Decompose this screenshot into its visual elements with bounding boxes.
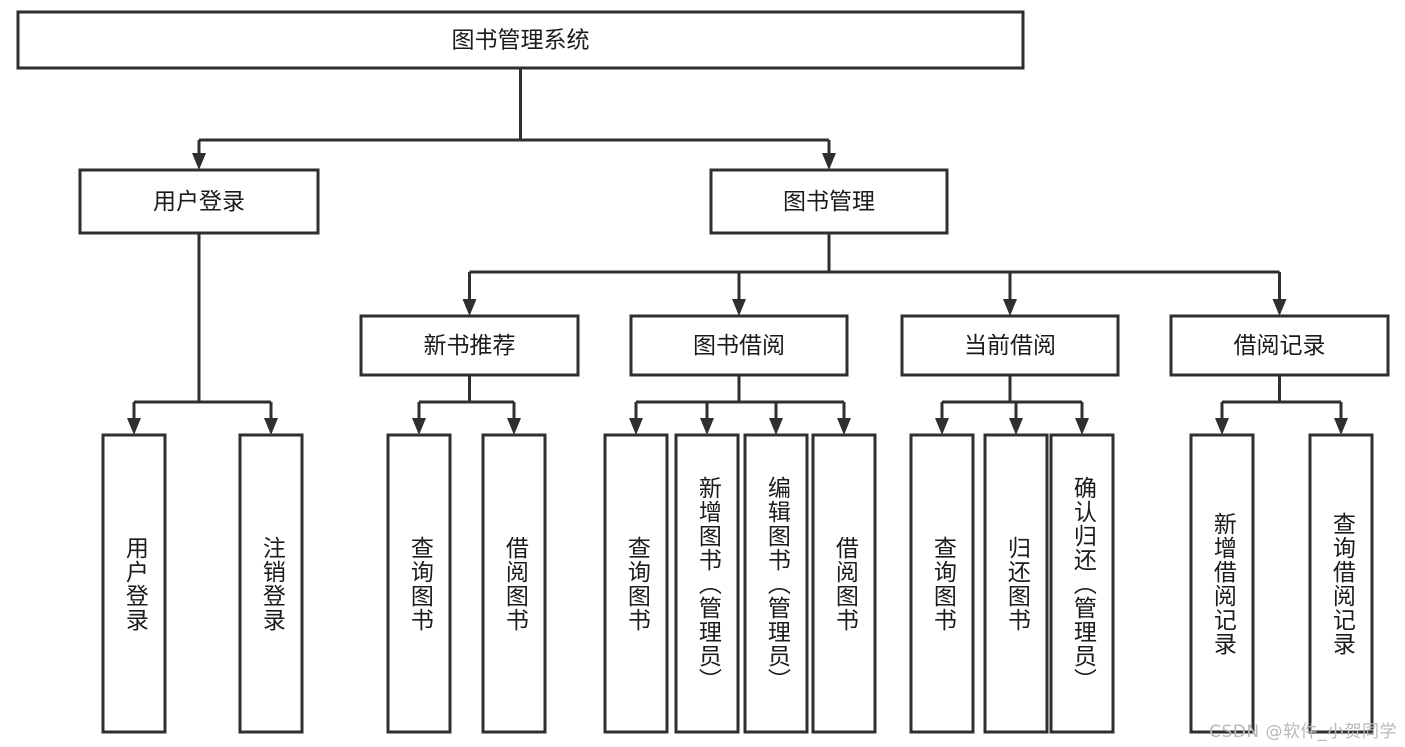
arrow-head-icon xyxy=(1003,299,1017,316)
node-leaf-8[interactable] xyxy=(909,433,975,734)
watermark-text: CSDN @软件_小贺同学 xyxy=(1209,722,1397,742)
arrow-head-icon xyxy=(127,418,141,435)
node-l3-3-label: 借阅记录 xyxy=(1234,333,1326,359)
node-l3-2-label: 当前借阅 xyxy=(964,333,1056,359)
arrow-head-icon xyxy=(822,153,836,170)
arrow-head-icon xyxy=(192,153,206,170)
arrow-head-icon xyxy=(837,418,851,435)
node-leaf-12[interactable] xyxy=(1308,433,1374,734)
node-l3-1[interactable] xyxy=(629,314,849,377)
node-leaf-7[interactable] xyxy=(811,433,877,734)
node-l2-0[interactable] xyxy=(78,168,320,235)
arrow-head-icon xyxy=(629,418,643,435)
node-leaf-5[interactable] xyxy=(674,433,740,734)
arrow-head-icon xyxy=(1215,418,1229,435)
arrow-head-icon xyxy=(1334,418,1348,435)
arrow-head-icon xyxy=(769,418,783,435)
arrow-head-icon xyxy=(700,418,714,435)
node-l3-2[interactable] xyxy=(900,314,1120,377)
arrow-head-icon xyxy=(1075,418,1089,435)
node-leaf-9[interactable] xyxy=(983,433,1049,734)
arrow-head-icon xyxy=(935,418,949,435)
node-l3-0[interactable] xyxy=(359,314,580,377)
node-leaf-11[interactable] xyxy=(1189,433,1255,734)
node-leaf-0[interactable] xyxy=(101,433,167,734)
node-l2-1[interactable] xyxy=(709,168,949,235)
node-l2-0-label: 用户登录 xyxy=(153,189,245,215)
node-root-system-label: 图书管理系统 xyxy=(452,28,590,54)
arrow-head-icon xyxy=(1272,299,1287,316)
arrow-head-icon xyxy=(507,418,521,435)
node-l3-0-label: 新书推荐 xyxy=(424,333,516,359)
node-root-system[interactable] xyxy=(16,10,1025,70)
arrow-head-icon xyxy=(732,299,746,316)
node-leaf-2[interactable] xyxy=(386,433,452,734)
arrow-head-icon xyxy=(264,418,278,435)
node-leaf-1[interactable] xyxy=(238,433,304,734)
arrow-head-icon xyxy=(462,299,477,316)
node-l2-1-label: 图书管理 xyxy=(783,189,875,215)
node-leaf-4[interactable] xyxy=(603,433,669,734)
node-l3-1-label: 图书借阅 xyxy=(693,333,785,359)
node-l3-3[interactable] xyxy=(1169,314,1390,377)
edges-layer xyxy=(127,68,1348,435)
arrow-head-icon xyxy=(1009,418,1023,435)
arrow-head-icon xyxy=(412,418,426,435)
node-leaf-6[interactable] xyxy=(743,433,809,734)
node-leaf-3[interactable] xyxy=(481,433,547,734)
node-leaf-10[interactable] xyxy=(1049,433,1115,734)
